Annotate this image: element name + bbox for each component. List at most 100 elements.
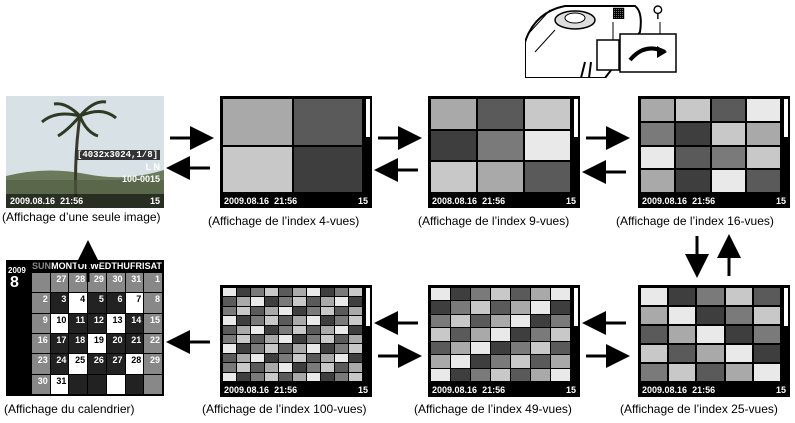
calendar-day[interactable]: 6 [106, 293, 125, 313]
thumbnail[interactable] [237, 344, 250, 353]
thumbnail[interactable] [511, 341, 530, 355]
thumbnail[interactable] [551, 355, 570, 368]
thumbnail[interactable] [471, 288, 490, 301]
thumbnail[interactable] [491, 341, 510, 355]
thumbnail[interactable] [349, 353, 362, 363]
thumbnail[interactable] [251, 363, 264, 372]
thumbnail[interactable] [279, 325, 292, 334]
thumbnail[interactable] [725, 307, 752, 324]
thumbnail[interactable] [321, 288, 334, 297]
thumbnail[interactable] [293, 316, 306, 325]
thumbnail[interactable] [265, 316, 278, 325]
thumbnail[interactable] [279, 334, 292, 344]
thumbnail[interactable] [641, 326, 668, 343]
thumbnail[interactable] [349, 316, 362, 325]
thumbnail[interactable] [531, 314, 550, 328]
thumbnail[interactable] [471, 368, 490, 381]
thumbnail[interactable] [251, 334, 264, 344]
thumbnail[interactable] [293, 99, 362, 145]
calendar-day[interactable]: 9 [32, 313, 50, 333]
calendar-day[interactable] [69, 374, 88, 394]
thumbnail[interactable] [265, 288, 278, 297]
thumbnail[interactable] [335, 344, 348, 353]
thumbnail[interactable] [697, 288, 724, 305]
thumbnail[interactable] [293, 146, 362, 192]
thumbnail[interactable] [491, 368, 510, 381]
calendar-day[interactable]: 13 [106, 313, 125, 333]
thumbnail[interactable] [237, 316, 250, 325]
thumbnail[interactable] [237, 306, 250, 316]
calendar-day[interactable] [32, 273, 50, 293]
calendar-day[interactable]: 16 [32, 334, 50, 354]
thumbnail[interactable] [265, 306, 278, 316]
thumbnail[interactable] [471, 341, 490, 355]
thumbnail[interactable] [223, 316, 236, 325]
thumbnail[interactable] [451, 355, 470, 368]
thumbnail[interactable] [641, 288, 668, 305]
thumbnail[interactable] [293, 344, 306, 353]
thumbnail[interactable] [451, 288, 470, 301]
thumbnail[interactable] [511, 355, 530, 368]
thumbnail[interactable] [223, 306, 236, 316]
thumbnail[interactable] [251, 288, 264, 297]
calendar-day[interactable]: 7 [125, 293, 144, 313]
thumbnail[interactable] [551, 328, 570, 341]
thumbnail[interactable] [511, 314, 530, 328]
thumbnail[interactable] [641, 307, 668, 324]
thumbnail[interactable] [349, 334, 362, 344]
thumbnail[interactable] [669, 307, 696, 324]
thumbnail[interactable] [251, 325, 264, 334]
thumbnail[interactable] [307, 372, 320, 381]
thumbnail[interactable] [335, 363, 348, 372]
calendar-day[interactable]: 4 [69, 293, 88, 313]
calendar-day[interactable]: 30 [106, 273, 125, 293]
thumbnail[interactable] [279, 363, 292, 372]
thumbnail[interactable] [251, 344, 264, 353]
calendar-day[interactable]: 27 [50, 273, 69, 293]
thumbnail[interactable] [335, 325, 348, 334]
thumbnail[interactable] [349, 306, 362, 316]
calendar-day[interactable]: 14 [125, 313, 144, 333]
calendar-day[interactable]: 23 [32, 354, 50, 374]
scrollbar[interactable] [366, 288, 370, 326]
thumbnail[interactable] [725, 345, 752, 362]
calendar-day[interactable]: 29 [144, 354, 162, 374]
calendar-day[interactable]: 28 [125, 354, 144, 374]
thumbnail[interactable] [697, 364, 724, 381]
thumbnail[interactable] [251, 353, 264, 363]
thumbnail[interactable] [293, 363, 306, 372]
thumbnail[interactable] [223, 146, 292, 192]
thumbnail[interactable] [251, 316, 264, 325]
thumbnail[interactable] [293, 297, 306, 306]
calendar-day[interactable] [88, 374, 106, 394]
thumbnail[interactable] [335, 372, 348, 381]
thumbnail[interactable] [237, 288, 250, 297]
thumbnail[interactable] [551, 314, 570, 328]
thumbnail[interactable] [307, 306, 320, 316]
calendar-day[interactable]: 29 [88, 273, 106, 293]
thumbnail[interactable] [697, 345, 724, 362]
thumbnail[interactable] [753, 345, 780, 362]
thumbnail[interactable] [431, 355, 450, 368]
thumbnail[interactable] [531, 328, 550, 341]
thumbnail[interactable] [293, 353, 306, 363]
scrollbar[interactable] [574, 288, 578, 326]
thumbnail[interactable] [753, 307, 780, 324]
thumbnail[interactable] [431, 288, 450, 301]
thumbnail[interactable] [551, 368, 570, 381]
thumbnail[interactable] [697, 307, 724, 324]
thumbnail[interactable] [279, 372, 292, 381]
thumbnail[interactable] [321, 363, 334, 372]
thumbnail[interactable] [753, 326, 780, 343]
thumbnail[interactable] [349, 297, 362, 306]
thumbnail[interactable] [491, 288, 510, 301]
thumbnail[interactable] [307, 363, 320, 372]
thumbnail[interactable] [725, 364, 752, 381]
thumbnail[interactable] [265, 353, 278, 363]
thumbnail[interactable] [511, 328, 530, 341]
thumbnail[interactable] [321, 297, 334, 306]
thumbnail[interactable] [237, 372, 250, 381]
thumbnail[interactable] [223, 288, 236, 297]
calendar-day[interactable]: 25 [69, 354, 88, 374]
thumbnail[interactable] [223, 334, 236, 344]
